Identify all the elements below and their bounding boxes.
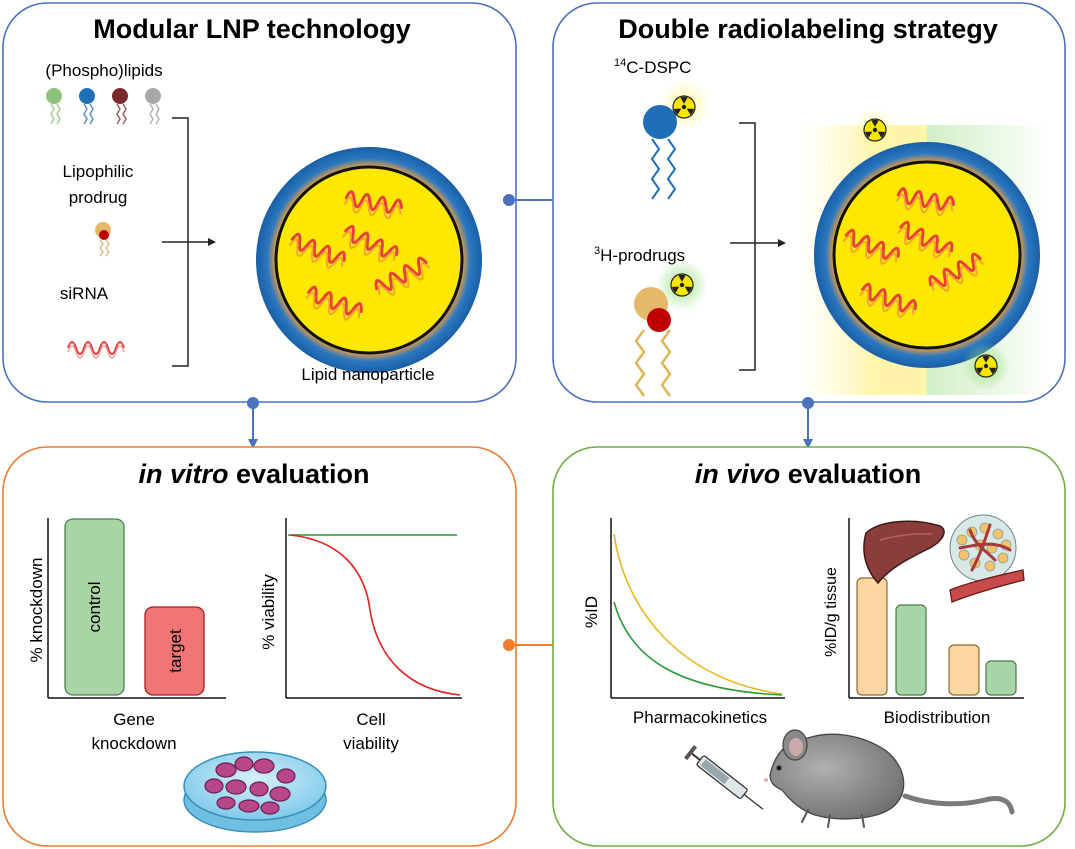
radiation-icon (670, 273, 694, 297)
dspc-label-text: C-DSPC (626, 58, 691, 77)
pk-caption: Pharmacokinetics (633, 708, 767, 727)
viability-caption-line1: Cell (356, 710, 385, 729)
vessel-tumor-icon (949, 514, 1025, 603)
control-bar-label: control (85, 581, 104, 632)
sirna-icon (67, 341, 125, 359)
connector-left (247, 397, 259, 449)
prodrug3h-label-superscript: 3 (594, 245, 600, 257)
radiation-icon (672, 95, 696, 119)
target-bar (144, 606, 205, 696)
viability-caption-line2: viability (343, 734, 399, 753)
panel-invivo-title-italic: in vivo (695, 459, 781, 489)
viability-treatment-curve (289, 534, 461, 696)
dspc-label-superscript: 14 (614, 57, 626, 69)
bd-caption: Biodistribution (884, 708, 991, 727)
bd-bar-vessel-b (985, 660, 1017, 696)
panel-invitro-border (2, 446, 517, 847)
mouse-illustration (764, 729, 1015, 828)
panel-invitro-title-rest: evaluation (228, 459, 369, 489)
syringe-icon (684, 745, 764, 810)
lipid-icon-brown (112, 88, 128, 125)
prodrug3h-label-text: H-prodrugs (600, 246, 685, 265)
pk-curve-yellow (613, 533, 783, 695)
radiolabel-arrow-head (778, 239, 786, 247)
lipid-icon-gray (145, 88, 161, 125)
panel-invivo-title: in vivo evaluation (695, 459, 922, 489)
knockdown-caption-line2: knockdown (91, 734, 176, 753)
viability-y-label: % viability (259, 574, 278, 650)
panel-lnp-title: Modular LNP technology (93, 14, 411, 44)
lipid-icon-blue (79, 88, 95, 125)
panel-radiolabel-title: Double radiolabeling strategy (618, 14, 998, 44)
panel-invitro-title: in vitro evaluation (138, 459, 369, 489)
phospholipids-label: (Phospho)lipids (45, 61, 162, 80)
radiation-icon (863, 118, 887, 142)
panel-lnp: Modular LNP technology (Phospho)lipids L… (2, 2, 517, 403)
connector-right (802, 397, 814, 449)
knockdown-caption-line1: Gene (113, 710, 155, 729)
petri-dish-illustration (183, 751, 327, 833)
panel-invitro-title-italic: in vitro (138, 459, 228, 489)
control-bar (64, 518, 125, 696)
radiolabel-bracket (739, 122, 756, 371)
radiation-icon (974, 354, 998, 378)
bd-bar-vessel-a (948, 644, 980, 696)
pk-curve-green (613, 601, 783, 696)
phospholipid-icons (46, 88, 161, 125)
target-bar-label: target (166, 629, 185, 673)
prodrug-label-line1: Lipophilic (63, 162, 134, 181)
pk-y-label: %ID (582, 596, 601, 628)
lipid-nanoparticle (256, 147, 482, 373)
bd-bar-liver-a (856, 577, 888, 696)
panel-invivo: in vivo evaluation %ID Pharmacokinetics … (552, 446, 1066, 847)
prodrug3h-label: 3H-prodrugs (594, 245, 685, 265)
prodrug3h-molecule (634, 259, 708, 397)
radiolabeled-nanoparticle (814, 142, 1040, 368)
panel-radiolabel: Double radiolabeling strategy 14C-DSPC 3… (552, 2, 1066, 403)
lnp-arrow-head (208, 238, 216, 246)
dspc-label: 14C-DSPC (614, 57, 691, 77)
lipid-icon-green (46, 88, 62, 125)
particle-label: Lipid nanoparticle (301, 365, 434, 384)
panel-invivo-title-rest: evaluation (780, 459, 921, 489)
dspc-molecule (643, 79, 711, 200)
liver-icon (863, 520, 945, 585)
prodrug-label-line2: prodrug (69, 188, 128, 207)
panel-invivo-border (552, 446, 1066, 847)
knockdown-y-label: % knockdown (27, 558, 46, 663)
bd-y-label: %ID/g tissue (823, 567, 840, 657)
sirna-label: siRNA (60, 284, 109, 303)
bd-bar-liver-b (895, 604, 927, 696)
panel-invitro: in vitro evaluation % knockdown control … (2, 446, 517, 847)
prodrug-icon (95, 222, 111, 257)
